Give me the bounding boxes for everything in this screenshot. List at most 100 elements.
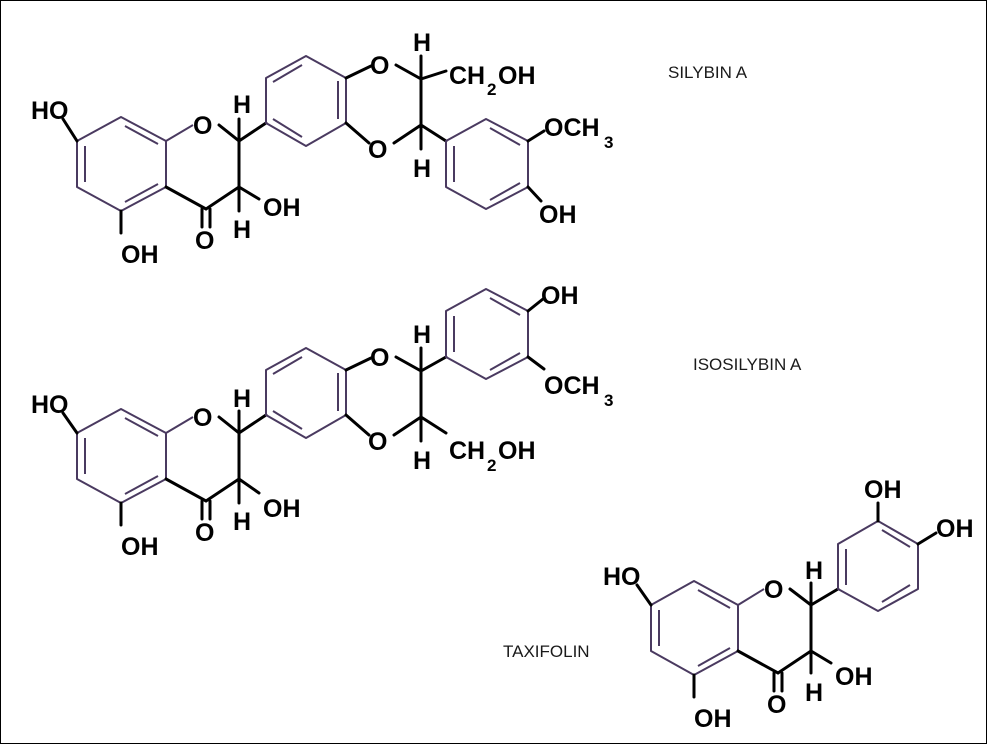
taxifolin-ring-a	[650, 580, 739, 676]
silybin-a-label-oh: OH	[539, 201, 577, 229]
silybin-a-link-bond	[237, 121, 268, 143]
silybin-a-label-oh: OH	[121, 241, 159, 269]
taxifolin-label-o-ring: O	[764, 576, 783, 604]
isosilybin-a-link-bond	[419, 355, 448, 373]
silybin-a-ring-c-bond	[165, 124, 194, 142]
svg-text:3: 3	[604, 133, 613, 152]
silybin-a-dioxane	[392, 63, 423, 145]
isosilybin-a-ring-b-double	[272, 356, 303, 375]
taxifolin-bond-oh	[809, 649, 833, 665]
silybin-a-label-h: H	[413, 155, 431, 183]
isosilybin-a-bond-och3	[526, 355, 546, 371]
isosilybin-a-bond-ho	[61, 411, 79, 435]
isosilybin-a-label-oh: OH	[121, 533, 159, 561]
taxifolin-bond-oh	[916, 531, 938, 546]
svg-text:2: 2	[487, 80, 496, 99]
taxifolin-label-h: H	[805, 557, 823, 585]
silybin-a-structure: HO OH O O H H OH O O H H CH 2 OH OCH 3 O…	[31, 29, 613, 269]
isosilybin-a-ring-b	[265, 347, 347, 439]
isosilybin-a-ring-c-bond	[165, 416, 194, 434]
silybin-a-ring-a-double	[124, 125, 159, 145]
silybin-a-label-ch2oh: CH 2 OH	[449, 62, 536, 99]
taxifolin-label-o-carbonyl: O	[767, 691, 786, 719]
isosilybin-a-ring-d-double	[489, 352, 521, 371]
isosilybin-a-label-och3: OCH 3	[544, 372, 613, 410]
isosilybin-a-label-h: H	[233, 508, 251, 536]
isosilybin-a-label-o-carbonyl: O	[195, 519, 214, 547]
isosilybin-a-ring-d	[445, 288, 529, 380]
silybin-a-ring-d	[445, 118, 529, 210]
isosilybin-a-bond-oh	[526, 297, 545, 313]
taxifolin-structure: HO OH O O H H OH OH OH	[603, 476, 974, 733]
isosilybin-a-label-oh: OH	[263, 495, 301, 523]
silybin-a-ring-d-double	[489, 182, 521, 201]
silybin-a-bond-oh	[526, 185, 543, 203]
taxifolin-ring-a-double	[697, 589, 731, 609]
isosilybin-a-ring-a-double	[124, 417, 159, 437]
taxifolin-label-ho: HO	[603, 563, 641, 591]
silybin-a-ring-b	[265, 55, 347, 147]
isosilybin-a-ring-d-double	[489, 297, 521, 316]
taxifolin-label-oh: OH	[835, 663, 873, 691]
isosilybin-a-dioxane	[344, 413, 371, 437]
isosilybin-a-label-h: H	[413, 447, 431, 475]
svg-text:3: 3	[604, 391, 613, 410]
compound-name-isosilybin-a: ISOSILYBIN A	[693, 355, 802, 374]
silybin-a-ring-a-double	[124, 183, 159, 203]
taxifolin-ring-c-bond	[737, 588, 765, 606]
taxifolin-label-h: H	[805, 679, 823, 707]
taxifolin-link-bond	[809, 587, 840, 607]
isosilybin-a-label-o-dioxane: O	[370, 344, 389, 372]
taxifolin-ring-b	[837, 520, 919, 612]
silybin-a-ring-b-double	[272, 64, 303, 83]
svg-text:OH: OH	[498, 62, 536, 90]
silybin-a-label-h: H	[413, 29, 431, 57]
svg-text:OH: OH	[498, 437, 536, 465]
taxifolin-ring-b-double	[881, 584, 911, 603]
taxifolin-label-oh: OH	[694, 705, 732, 733]
isosilybin-a-label-oh: OH	[541, 282, 579, 310]
compound-name-silybin-a: SILYBIN A	[668, 63, 748, 82]
taxifolin-label-oh: OH	[864, 476, 902, 504]
isosilybin-a-dioxane	[344, 356, 373, 372]
taxifolin-label-oh: OH	[936, 515, 974, 543]
isosilybin-a-bond-oh	[237, 477, 261, 495]
silybin-a-bond-ch2oh	[419, 69, 448, 81]
isosilybin-a-label-ch2oh: CH 2 OH	[449, 437, 536, 475]
isosilybin-a-structure: HO OH O O H H OH O O H H CH 2 OH OH OCH …	[31, 282, 613, 561]
silybin-a-label-h: H	[233, 91, 251, 119]
silybin-a-ring-d-double	[489, 127, 521, 146]
silybin-a-dioxane	[344, 121, 371, 145]
svg-text:CH: CH	[449, 62, 485, 90]
isosilybin-a-label-h: H	[413, 321, 431, 349]
silybin-a-bond-och3	[526, 129, 546, 143]
isosilybin-a-label-o-ring: O	[193, 404, 212, 432]
silybin-a-ring-b-double	[272, 118, 303, 138]
svg-text:2: 2	[487, 456, 496, 475]
isosilybin-a-label-h: H	[233, 385, 251, 413]
isosilybin-a-link-bond	[237, 413, 268, 435]
silybin-a-label-o-dioxane: O	[370, 52, 389, 80]
isosilybin-a-ring-b-double	[272, 410, 303, 430]
isosilybin-a-ring-a-double	[124, 475, 159, 495]
silybin-a-label-o-ring: O	[193, 112, 212, 140]
taxifolin-bond-ho	[635, 583, 653, 607]
isosilybin-a-bond-ch2oh	[419, 415, 448, 435]
silybin-a-label-ho: HO	[31, 97, 69, 125]
taxifolin-ring-b-double	[881, 529, 911, 548]
compound-name-taxifolin: TAXIFOLIN	[503, 642, 590, 661]
silybin-a-link-bond	[419, 123, 448, 143]
silybin-a-dioxane	[344, 64, 373, 80]
taxifolin-ring-a-double	[697, 647, 731, 667]
silybin-a-bond-ho	[61, 117, 79, 143]
svg-text:CH: CH	[449, 437, 485, 465]
silybin-a-bond-oh	[237, 185, 261, 201]
svg-text:OCH: OCH	[544, 372, 600, 400]
isosilybin-a-dioxane	[392, 355, 423, 437]
isosilybin-a-ring-a	[76, 408, 167, 504]
silybin-a-ring-a	[76, 116, 167, 212]
silybin-a-label-o-carbonyl: O	[195, 227, 214, 255]
isosilybin-a-label-o-dioxane: O	[368, 428, 387, 456]
